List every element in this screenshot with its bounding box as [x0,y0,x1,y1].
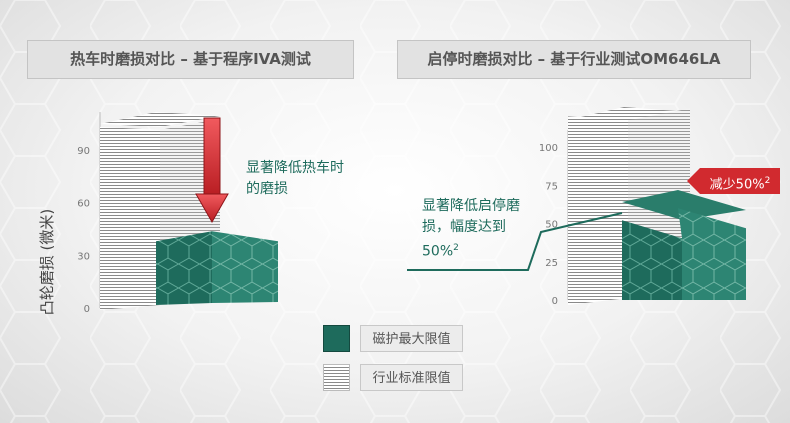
left-magnetic-bar [156,231,212,305]
left-tick-label-1: 30 [77,251,90,262]
left-tick-label-3: 90 [77,146,90,157]
right-tick-label-0: 0 [552,296,558,307]
right-annotation-text: 显著降低启停磨损，幅度达到50% [422,198,520,260]
right-magnetic-bar-side [678,208,746,300]
left-industry-bar [100,126,160,310]
right-annotation-sup: 2 [453,243,459,253]
right-magnetic-bar [622,220,682,300]
left-magnetic-bar-side [212,231,278,303]
right-tick-label-1: 25 [545,258,558,269]
down-arrow-icon [195,117,229,224]
left-chart-title: 热车时磨损对比 – 基于程序IVA测试 [27,40,354,79]
legend-industry-label: 行业标准限值 [360,364,463,391]
right-tick-label-2: 50 [545,220,558,231]
legend-industry-swatch [323,364,350,391]
right-tick-label-3: 75 [545,181,558,192]
right-magnetic-bar-top [622,190,746,220]
right-industry-bar [568,116,628,306]
annotation-connector-line [407,212,623,271]
reduction-badge-sup: 2 [764,176,771,186]
legend-magnetic-label: 磁护最大限值 [360,325,463,352]
left-y-axis-label: 凸轮磨损 (微米) [38,209,56,315]
left-annotation: 显著降低热车时的磨损 [246,160,344,197]
legend-magnetic-swatch [323,325,350,352]
reduction-badge: 减少50%2 [687,168,780,194]
left-tick-label-0: 0 [84,304,90,315]
right-tick-label-4: 100 [539,143,558,154]
right-annotation: 显著降低启停磨损，幅度达到50%2 [422,196,522,263]
left-tick-label-2: 60 [77,199,90,210]
reduction-badge-text: 减少50% [709,177,765,193]
left-industry-bar-top [100,112,220,127]
right-chart-title: 启停时磨损对比 – 基于行业测试OM646LA [397,40,751,79]
